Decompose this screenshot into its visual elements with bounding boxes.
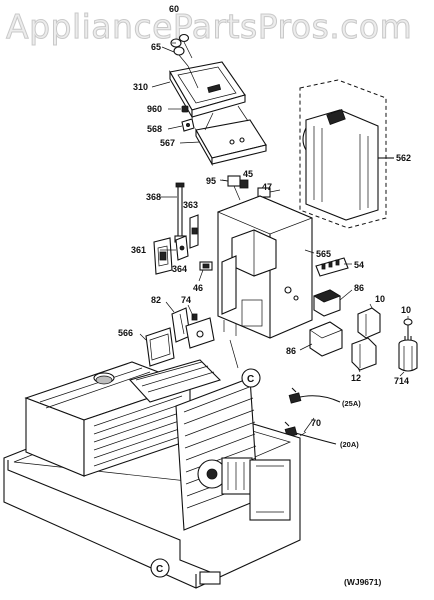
connector-c-upper: C — [247, 374, 254, 385]
control-bracket-567 — [195, 105, 267, 167]
callout-363: 363 — [183, 200, 198, 210]
callout-60: 60 — [169, 4, 179, 14]
capacitor-12 — [351, 337, 377, 371]
callout-45: 45 — [243, 169, 253, 179]
cover-566 — [145, 327, 175, 367]
cord-rating-20a: (20A) — [340, 440, 359, 449]
mounting-bracket-361 — [153, 237, 173, 275]
c-connector-circles — [150, 368, 261, 578]
callout-47: 47 — [262, 182, 272, 192]
callout-labels: 60 65 310 960 568 567 562 95 45 47 368 3… — [118, 4, 411, 587]
drawing-code: (WJ9671) — [344, 577, 381, 587]
callout-368: 368 — [146, 192, 161, 202]
callout-74: 74 — [181, 295, 191, 305]
callout-70: 70 — [311, 418, 321, 428]
callout-54: 54 — [354, 260, 364, 270]
control-panel-310 — [169, 61, 246, 120]
capacitor-10-upper — [357, 307, 381, 339]
bracket-74 — [185, 313, 215, 349]
capacitor-clip-364 — [175, 235, 189, 261]
callout-960: 960 — [147, 104, 162, 114]
callout-86-upper: 86 — [354, 283, 364, 293]
watermark: AppliancePartsPros.com — [6, 7, 413, 47]
callout-46: 46 — [193, 283, 203, 293]
cord-rating-25a: (25A) — [342, 399, 361, 408]
callout-65: 65 — [151, 42, 161, 52]
relay-86-upper — [313, 289, 341, 317]
leader-lines — [139, 42, 409, 433]
callout-10-upper: 10 — [375, 294, 385, 304]
capacitor-714 — [398, 318, 418, 372]
relay-95-45 — [221, 175, 249, 201]
terminal-block-54 — [315, 257, 349, 277]
callout-562: 562 — [396, 153, 411, 163]
callout-567: 567 — [160, 138, 175, 148]
screw-960 — [181, 105, 189, 113]
callout-95: 95 — [206, 176, 216, 186]
callout-565: 565 — [316, 249, 331, 259]
blower-wheel — [128, 359, 222, 403]
callout-12: 12 — [351, 373, 361, 383]
control-box-565 — [217, 195, 313, 339]
connector-c-lower: C — [156, 564, 163, 575]
fuse-46 — [199, 261, 213, 271]
callout-364: 364 — [172, 264, 187, 274]
thermostat-bulb-368 — [174, 182, 186, 243]
compressor — [95, 375, 291, 521]
terminal-47 — [257, 187, 281, 198]
control-knobs — [170, 33, 193, 67]
callout-310: 310 — [133, 82, 148, 92]
thermostat-363 — [189, 214, 199, 249]
callout-10-lower: 10 — [401, 305, 411, 315]
callout-86-lower: 86 — [286, 346, 296, 356]
callout-361: 361 — [131, 245, 146, 255]
relay-86-lower — [309, 321, 343, 357]
clip-568 — [181, 118, 195, 132]
wiring-diagram-562 — [299, 79, 394, 229]
callout-568: 568 — [147, 124, 162, 134]
callout-82: 82 — [151, 295, 161, 305]
fan-motor — [197, 457, 253, 495]
callout-566: 566 — [118, 328, 133, 338]
callout-714: 714 — [394, 376, 409, 386]
